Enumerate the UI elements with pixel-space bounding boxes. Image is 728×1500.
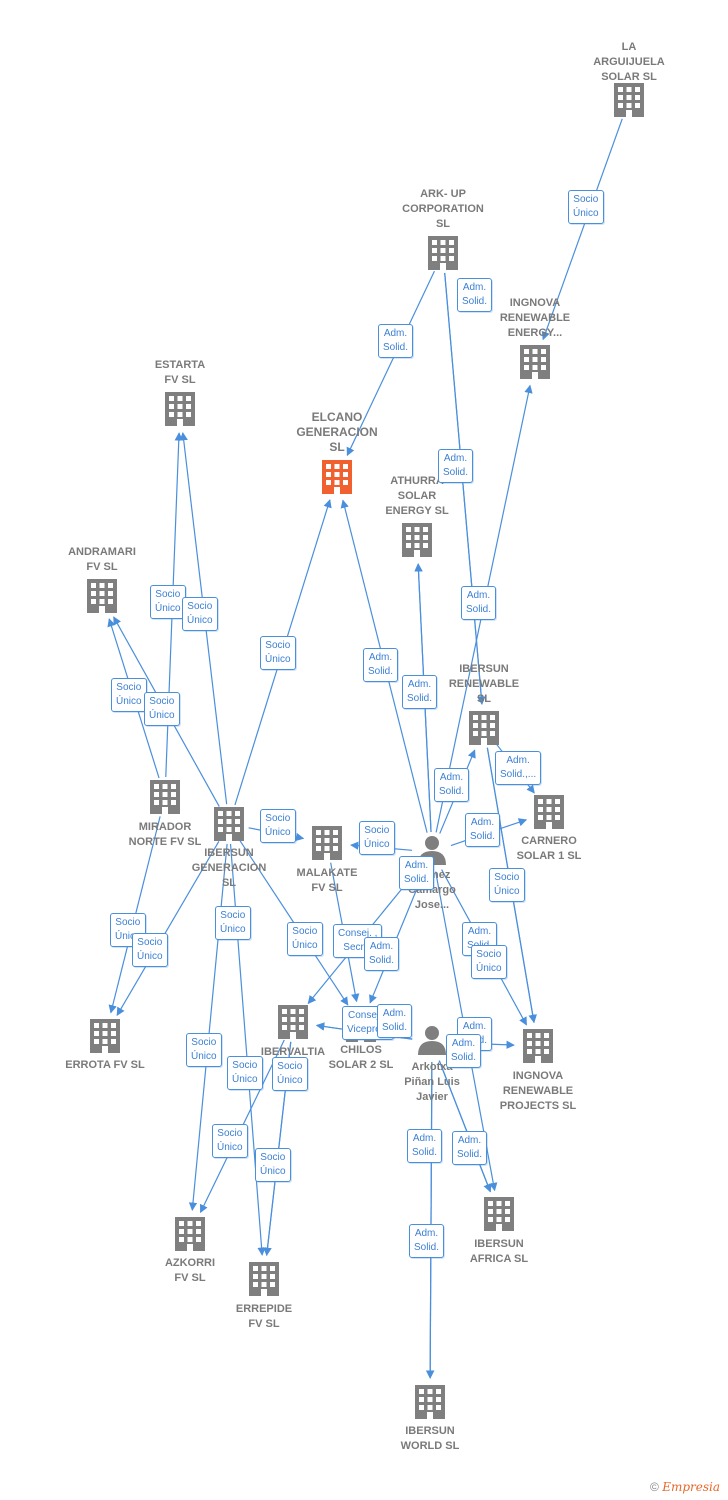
node-label-malakate[interactable]: MALAKATE FV SL [296,867,358,894]
node-label-estarta[interactable]: ESTARTA FV SL [154,359,206,386]
edge-label[interactable]: Socio Único [144,692,180,726]
andramari-building-icon[interactable] [87,579,117,613]
edge-label[interactable]: Socio Único [260,809,296,843]
edge-label[interactable]: Adm. Solid. [434,768,470,802]
edge-label[interactable]: Adm. Solid. [378,324,414,358]
edge-label[interactable]: Adm. Solid. [364,937,400,971]
node-label-arkotxa[interactable]: Arkotxa Piñan Luis Javier [404,1061,460,1103]
edge-label[interactable]: Adm. Solid. [377,1004,413,1038]
footer: © Empresia [650,1480,720,1494]
malakate-building-icon[interactable] [312,826,342,860]
node-label-elcano[interactable]: ELCANO GENERACION SL [296,410,378,454]
edge-label[interactable]: Adm. Solid. [465,813,501,847]
nodes-layer [87,83,644,1419]
edge-label[interactable]: Adm. Solid. [407,1129,443,1163]
node-label-ingnova-energy[interactable]: INGNOVA RENEWABLE ENERGY... [499,297,571,339]
edge-label[interactable]: Socio Único [111,678,147,712]
edge-label[interactable]: Socio Único [150,585,186,619]
ingnova-projects-building-icon[interactable] [523,1029,553,1063]
athurra-building-icon[interactable] [402,523,432,557]
node-label-errepide[interactable]: ERREPIDE FV SL [235,1303,293,1330]
edge-label[interactable]: Adm. Solid. [363,648,399,682]
edge-label[interactable]: Adm. Solid. [446,1034,482,1068]
edge-label[interactable]: Adm. Solid. [452,1131,488,1165]
edge-label[interactable]: Socio Único [255,1148,291,1182]
edge-ibersun-generacion-to-errota [116,840,220,1017]
edge-label[interactable]: Socio Único [359,821,395,855]
ibersun-africa-building-icon[interactable] [484,1197,514,1231]
ingnova-energy-building-icon[interactable] [520,345,550,379]
edge-label[interactable]: Socio Único [568,190,604,224]
edge-label[interactable]: Adm. Solid. [461,586,497,620]
node-label-ibersun-africa[interactable]: IBERSUN AFRICA SL [469,1238,529,1265]
edge-label[interactable]: Socio Único [215,906,251,940]
estarta-building-icon[interactable] [165,392,195,426]
node-label-ingnova-projects[interactable]: INGNOVA RENEWABLE PROJECTS SL [499,1070,577,1112]
node-label-ibersun-generacion[interactable]: IBERSUN GENERACION SL [191,847,267,889]
edge-ark-up-to-elcano [346,270,435,457]
node-label-ibersun-renewable[interactable]: IBERSUN RENEWABLE SL [448,663,520,705]
errota-building-icon[interactable] [90,1019,120,1053]
edge-label[interactable]: Socio Único [182,597,218,631]
mirador-building-icon[interactable] [150,780,180,814]
node-label-carnero[interactable]: CARNERO SOLAR 1 SL [516,835,582,862]
edge-label[interactable]: Socio Único [186,1033,222,1067]
edge-label[interactable]: Socio Único [272,1057,308,1091]
ibersun-world-building-icon[interactable] [415,1385,445,1419]
edge-label[interactable]: Socio Único [212,1124,248,1158]
copyright-symbol: © [650,1480,659,1494]
edge-label[interactable]: Adm. Solid. [409,1224,445,1258]
edge-label[interactable]: Socio Único [471,945,507,979]
edge-label[interactable]: Socio Único [132,933,168,967]
edge-label[interactable]: Adm. Solid.,... [495,751,542,785]
ibervaltia-building-icon[interactable] [278,1005,308,1039]
edge-label[interactable]: Socio Único [287,922,323,956]
edge-label[interactable]: Adm. Solid. [457,278,493,312]
node-label-ibersun-world[interactable]: IBERSUN WORLD SL [400,1425,460,1452]
node-label-azkorri[interactable]: AZKORRI FV SL [164,1257,216,1284]
elcano-building-icon[interactable] [322,460,352,494]
edge-arkotxa-to-ibersun-africa [438,1060,492,1193]
edge-gomez-to-chilos [369,870,425,1004]
edge-label[interactable]: Adm. Solid. [438,449,474,483]
edge-label[interactable]: Socio Único [489,868,525,902]
la-arguijuela-building-icon[interactable] [614,83,644,117]
ark-up-building-icon[interactable] [428,236,458,270]
node-label-andramari[interactable]: ANDRAMARI FV SL [68,546,136,573]
edge-arkotxa-to-ibersun-world [425,1061,435,1379]
node-label-chilos[interactable]: CHILOS SOLAR 2 SL [328,1044,394,1071]
edge-label[interactable]: Adm. Solid. [399,856,435,890]
edge-la-arguijuela-to-ingnova-energy [541,118,623,341]
node-label-la-arguijuela[interactable]: LA ARGUIJUELA SOLAR SL [593,41,665,83]
brand-logo[interactable]: Empresia [662,1480,720,1494]
edge-ark-up-to-ibersun-renewable [444,272,486,705]
edge-label[interactable]: Socio Único [227,1056,263,1090]
ibersun-renewable-building-icon[interactable] [469,711,499,745]
node-label-mirador[interactable]: MIRADOR NORTE FV SL [128,821,202,848]
node-label-athurra[interactable]: ATHURRA SOLAR ENERGY SL [385,475,449,517]
edge-ibersun-generacion-to-azkorri [188,843,228,1211]
edge-label[interactable]: Socio Único [260,636,296,670]
node-label-errota[interactable]: ERROTA FV SL [65,1059,145,1071]
carnero-building-icon[interactable] [534,795,564,829]
node-label-ark-up[interactable]: ARK- UP CORPORATION SL [402,188,484,230]
azkorri-building-icon[interactable] [175,1217,205,1251]
edge-label[interactable]: Adm. Solid. [402,675,438,709]
